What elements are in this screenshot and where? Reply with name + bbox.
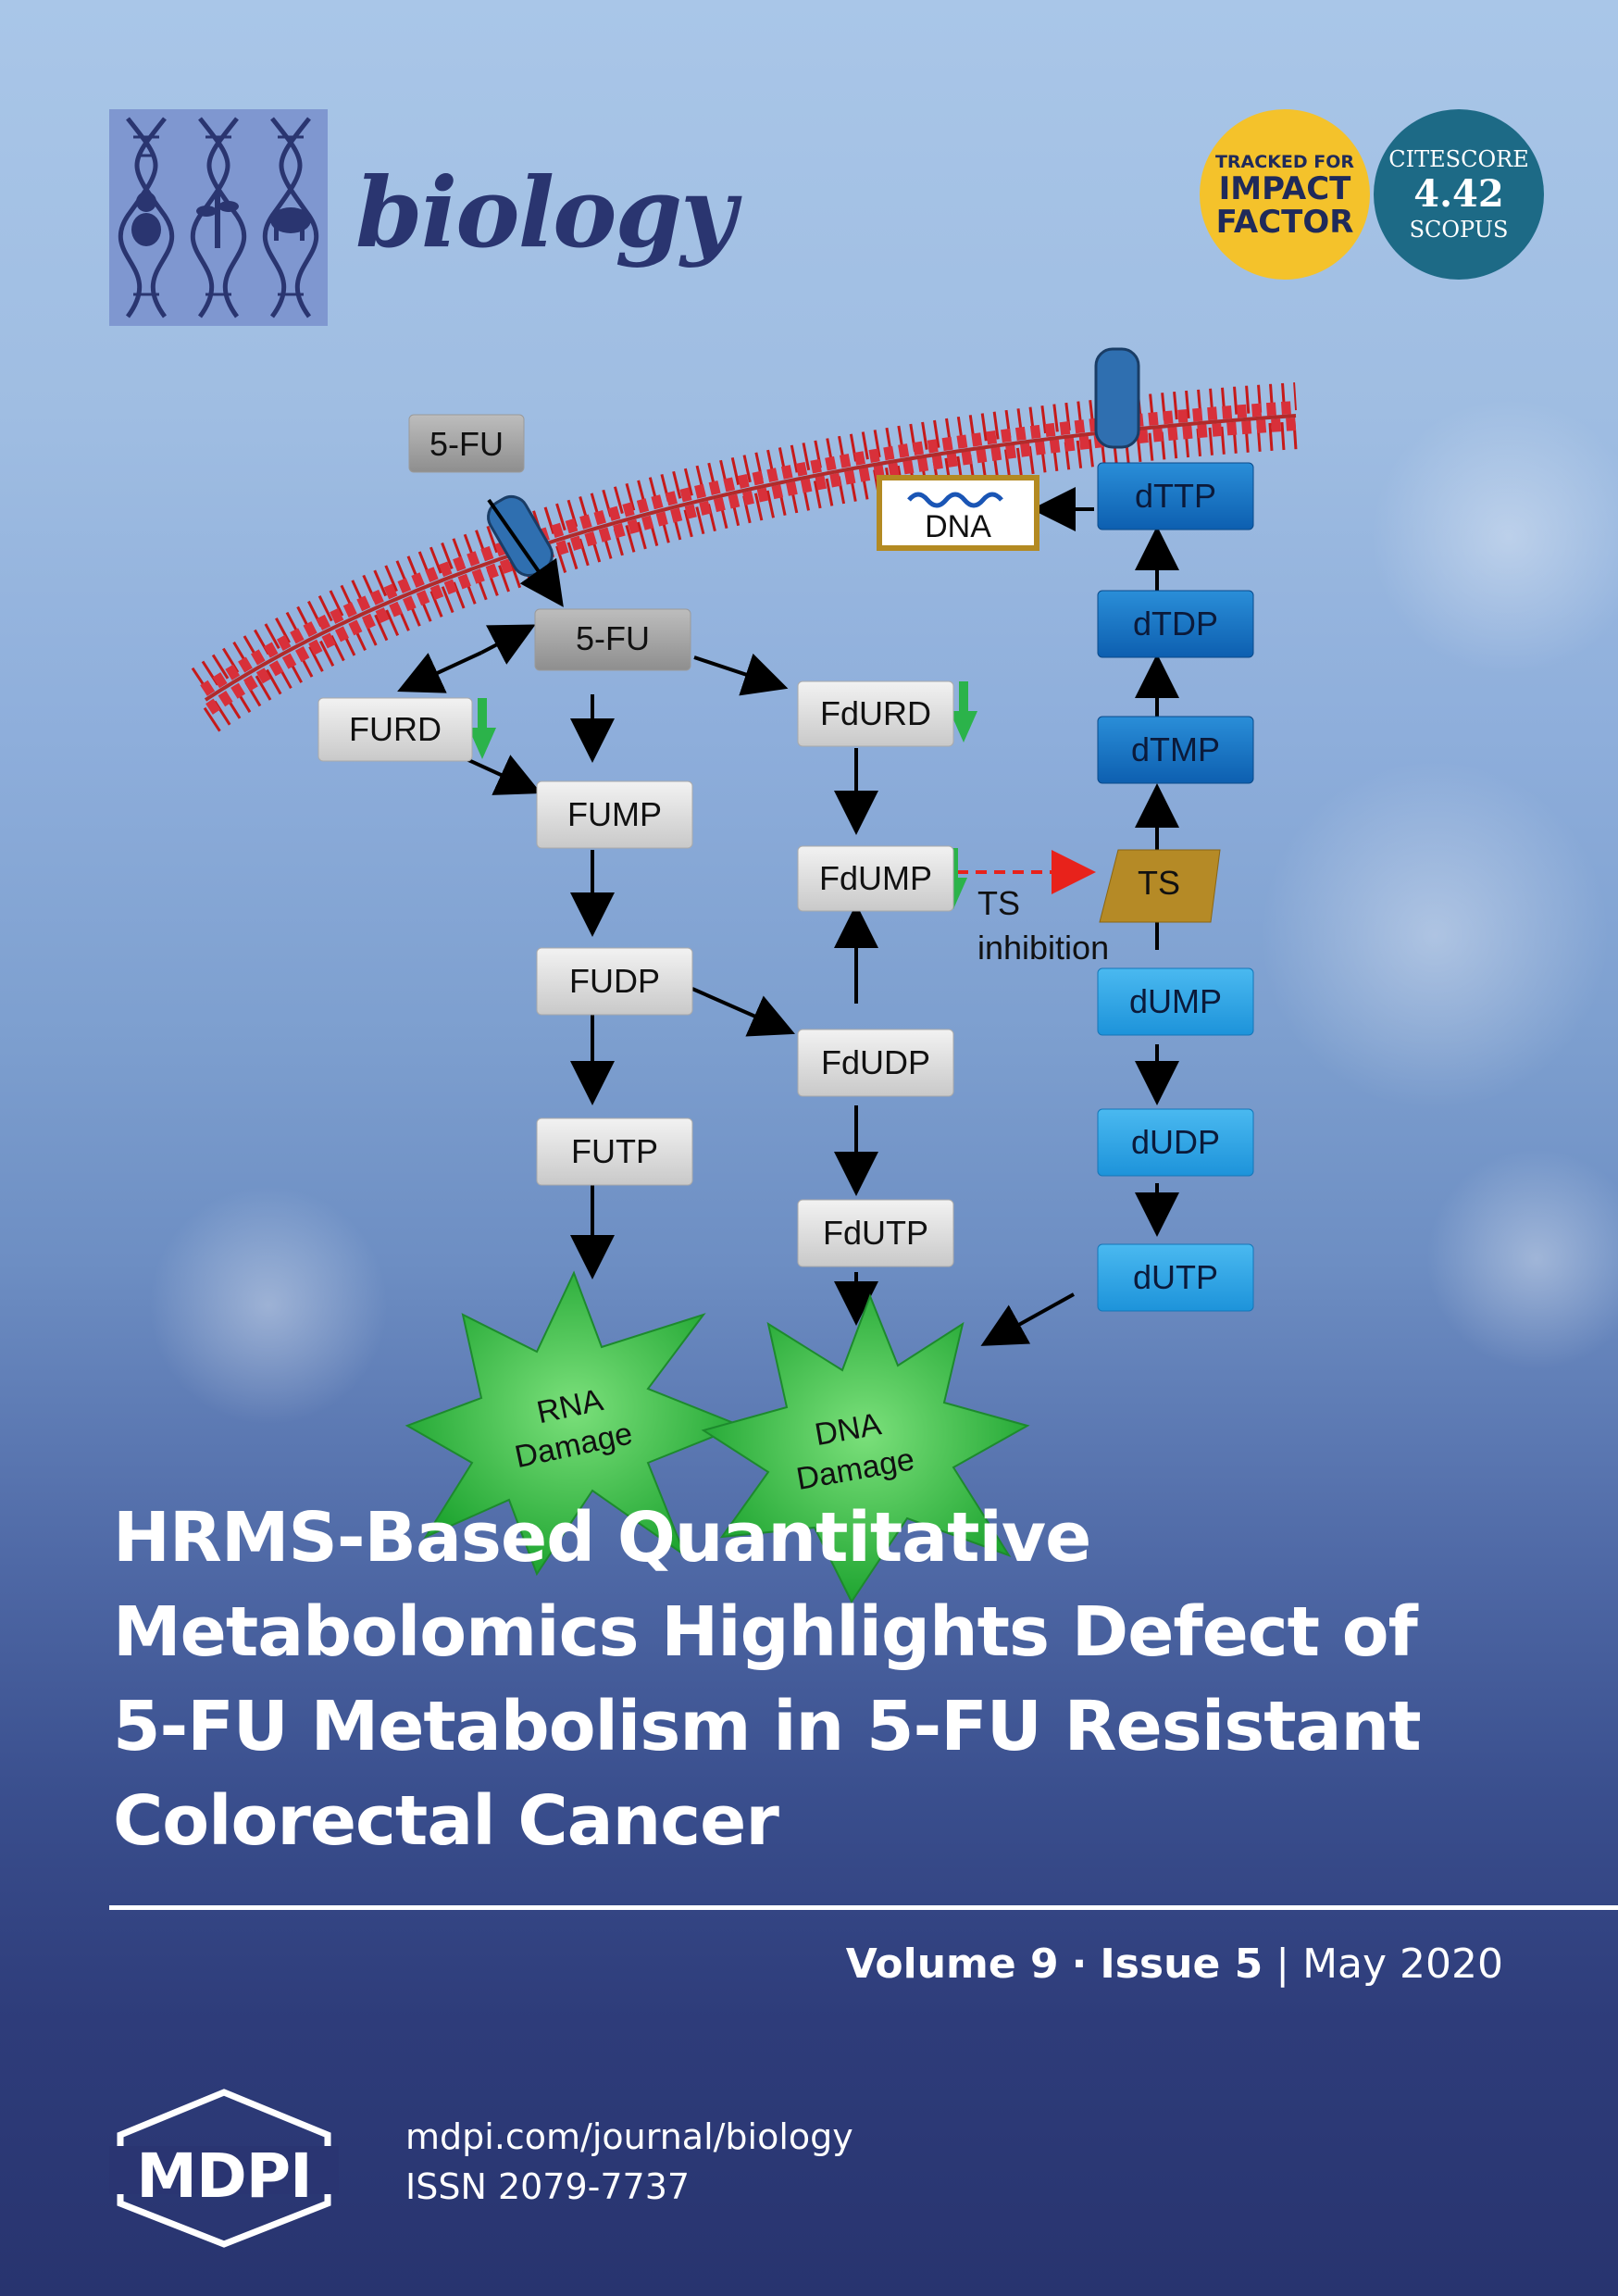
node-futp (536, 1117, 693, 1186)
citescore-source: SCOPUS (1409, 217, 1509, 243)
node-fdump (797, 845, 954, 912)
background-bokeh (1259, 759, 1611, 1111)
journal-title: biology (355, 156, 737, 269)
node-ts (1099, 849, 1221, 923)
node-label: dTDP (1133, 605, 1218, 643)
dna-damage-starburst: DNA Damage (701, 1293, 1030, 1603)
ts-inhibition-label-2: inhibition (977, 929, 1109, 967)
article-title-line: HRMS-Based Quantitative (113, 1498, 1091, 1578)
dna-helix-logo-icon (118, 117, 319, 318)
node-fdutp (797, 1199, 954, 1267)
background-bokeh (1425, 1148, 1618, 1370)
node-fudp (536, 947, 693, 1016)
node-label: dUDP (1131, 1123, 1220, 1161)
node-label: FUDP (569, 962, 660, 1000)
node-furd (317, 697, 473, 762)
mdpi-logo: MDPI (109, 2089, 339, 2248)
node-label: 5-FU (429, 425, 504, 463)
node-label: FdUDP (821, 1043, 930, 1081)
volume-label: Volume 9 (845, 1940, 1059, 1988)
node-fdurd (797, 680, 954, 747)
node-dump (1097, 967, 1254, 1036)
node-label: dTTP (1135, 477, 1216, 515)
article-title-line: Metabolomics Highlights Defect of (113, 1592, 1418, 1672)
issue-date: May 2020 (1302, 1940, 1503, 1988)
issue-separator: · (1071, 1940, 1088, 1988)
article-title-line: 5-FU Metabolism in 5-FU Resistant (113, 1687, 1422, 1766)
node-label: FUMP (567, 795, 662, 833)
node-fump (536, 780, 693, 849)
journal-url: mdpi.com/journal/biology (405, 2116, 853, 2157)
impact-factor-badge: TRACKED FOR IMPACT FACTOR (1200, 109, 1370, 280)
background-bokeh (1370, 398, 1618, 676)
node-dna-label: DNA (925, 509, 991, 544)
impact-badge-line2: IMPACT (1218, 170, 1351, 207)
mdpi-logo-text: MDPI (136, 2140, 312, 2212)
pathway-arrows (397, 487, 1179, 1346)
title-divider (109, 1905, 1618, 1910)
node-label: TS (1138, 864, 1180, 902)
issue-info: Volume 9 · Issue 5 | May 2020 (846, 1940, 1503, 1988)
node-label: dUMP (1129, 982, 1222, 1020)
node-label: FdUTP (823, 1214, 928, 1252)
node-dttp (1097, 462, 1254, 530)
node-label: dUTP (1133, 1258, 1218, 1296)
issn: ISSN 2079-7737 (405, 2166, 691, 2207)
node-label: FdUMP (819, 859, 932, 897)
node-label: FURD (349, 710, 442, 748)
article-title-line: Colorectal Cancer (113, 1781, 779, 1861)
node-5fu-intracellular (534, 608, 691, 671)
citescore-value: 4.42 (1413, 172, 1504, 216)
background-bokeh (148, 1185, 389, 1426)
node-label: FdURD (820, 694, 931, 732)
journal-logo (109, 109, 328, 326)
impact-badge-line3: FACTOR (1215, 204, 1354, 241)
dna-box (877, 475, 1039, 551)
node-dutp (1097, 1243, 1254, 1312)
cell-membrane (191, 382, 1299, 732)
rna-damage-starburst: RNA Damage (404, 1270, 743, 1577)
issue-bar: | (1276, 1940, 1290, 1988)
node-dudp (1097, 1108, 1254, 1177)
node-dtdp (1097, 590, 1254, 658)
ts-inhibition-label-1: TS (977, 884, 1020, 922)
node-5fu-extracellular (408, 414, 525, 473)
node-fdudp (797, 1029, 954, 1097)
node-label: FUTP (571, 1132, 658, 1170)
node-label: dTMP (1131, 730, 1220, 768)
impact-badge-line1: TRACKED FOR (1214, 152, 1355, 172)
dna-helix-icon (907, 492, 1003, 508)
citescore-badge: CITESCORE 4.42 SCOPUS (1374, 109, 1544, 280)
citescore-label: CITESCORE (1388, 146, 1529, 172)
issue-label: Issue 5 (1100, 1940, 1263, 1988)
mdpi-hexagon-icon (109, 2089, 339, 2248)
node-dtmp (1097, 716, 1254, 784)
node-label: 5-FU (576, 619, 650, 657)
